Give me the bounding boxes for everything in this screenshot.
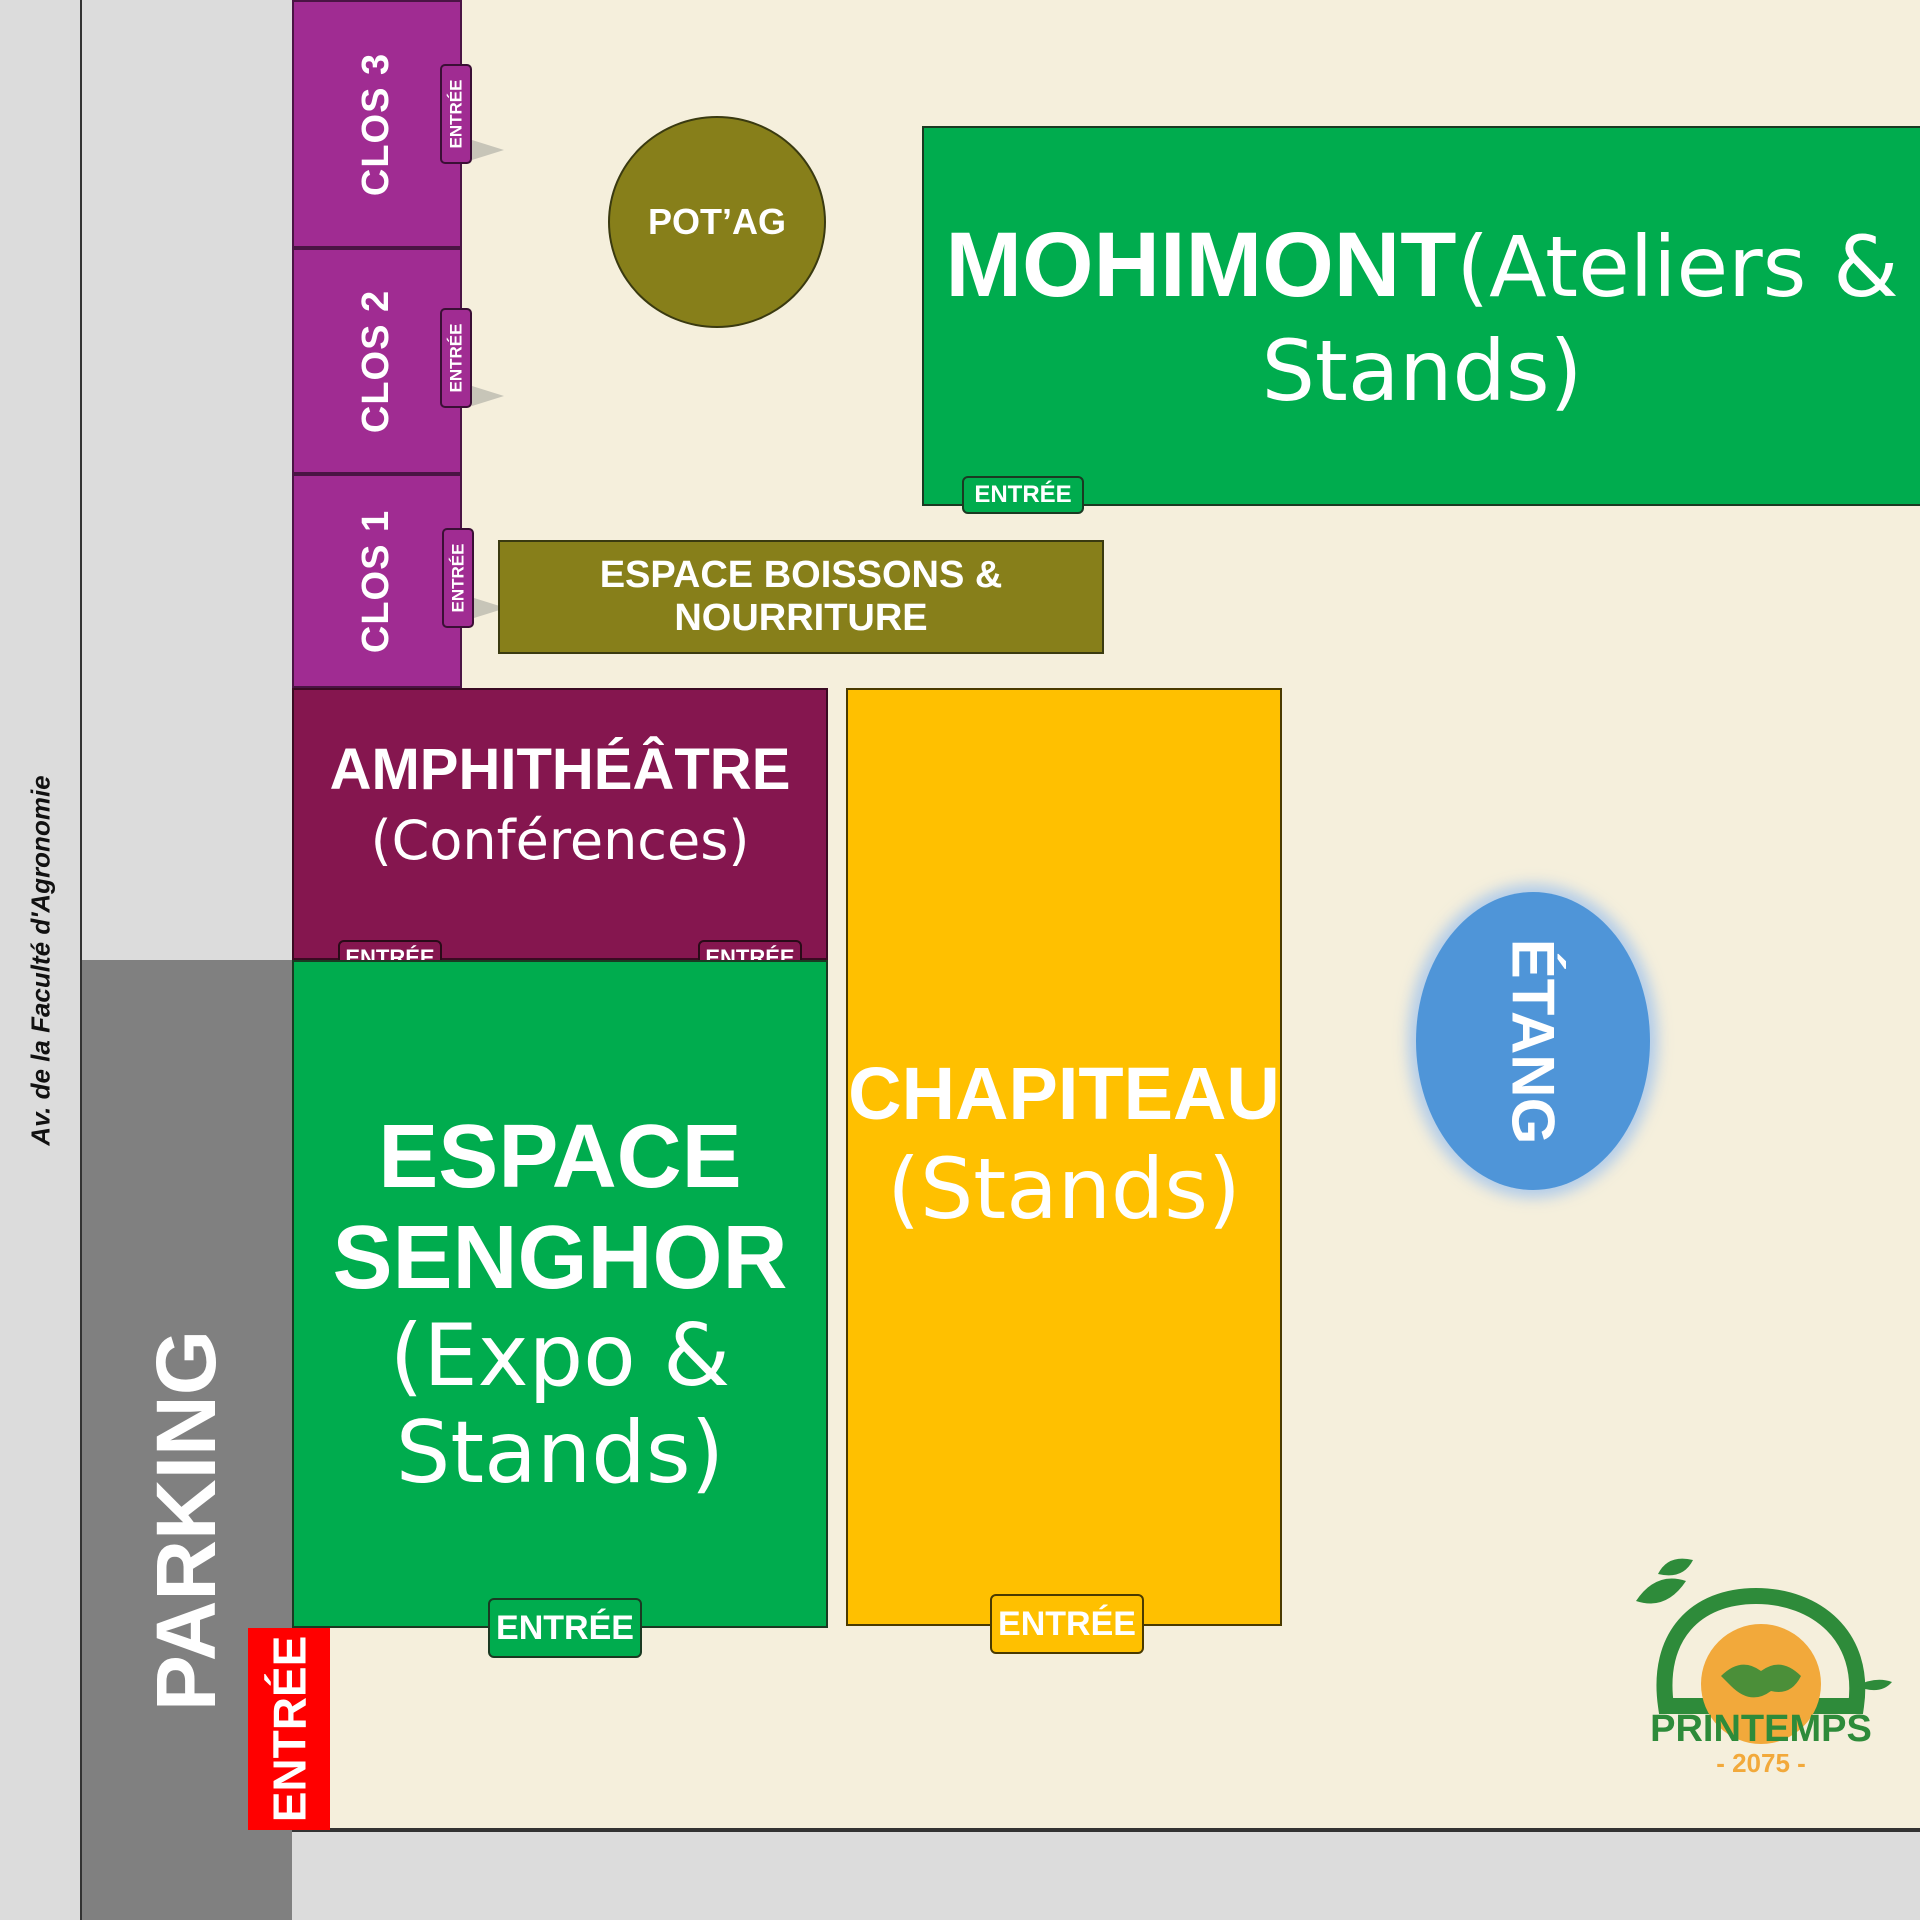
- potag-label: POT’AG: [647, 201, 786, 242]
- parking-label: PARKING: [139, 1329, 234, 1711]
- mohimont-subtitle: (Ateliers & Stands): [1261, 218, 1899, 420]
- zone-amphitheatre[interactable]: AMPHITHÉÂTRE (Conférences): [292, 688, 828, 960]
- chapiteau-title: CHAPITEAU: [848, 1052, 1280, 1135]
- clos-3-label: CLOS 3: [355, 52, 398, 196]
- etang-label: ÉTANG: [1499, 938, 1567, 1144]
- senghor-text: ESPACE SENGHOR (Expo & Stands): [332, 1107, 787, 1501]
- main-entrance[interactable]: ENTRÉE: [248, 1628, 330, 1830]
- logo-name: PRINTEMPS: [1650, 1708, 1872, 1750]
- zone-clos-3[interactable]: CLOS 3: [292, 0, 462, 248]
- amphi-title: AMPHITHÉÂTRE: [329, 737, 791, 802]
- clos-2-entrance-shadow: [472, 386, 504, 406]
- zone-boissons-nourriture[interactable]: ESPACE BOISSONS & NOURRITURE: [498, 540, 1104, 654]
- zone-potag[interactable]: POT’AG: [608, 116, 826, 328]
- sidewalk: [82, 0, 292, 960]
- clos-2-entrance[interactable]: ENTRÉE: [440, 308, 472, 408]
- senghor-subtitle-2: Stands): [395, 1402, 725, 1503]
- zone-etang[interactable]: ÉTANG: [1416, 892, 1650, 1190]
- printemps-logo: PRINTEMPS - 2075 -: [1616, 1556, 1906, 1778]
- globe-leaf-icon: [1636, 1558, 1892, 1744]
- chapiteau-entrance[interactable]: ENTRÉE: [990, 1594, 1144, 1654]
- zone-clos-2[interactable]: CLOS 2: [292, 248, 462, 474]
- zone-mohimont[interactable]: MOHIMONT(Ateliers & Stands): [922, 126, 1920, 506]
- boissons-label: ESPACE BOISSONS & NOURRITURE: [599, 554, 1003, 639]
- senghor-title-2: SENGHOR: [332, 1207, 788, 1308]
- chapiteau-subtitle: (Stands): [887, 1139, 1241, 1238]
- main-entrance-label: ENTRÉE: [263, 1635, 315, 1823]
- senghor-title-1: ESPACE: [378, 1106, 742, 1207]
- mohimont-entrance[interactable]: ENTRÉE: [962, 476, 1084, 514]
- senghor-subtitle-1: (Expo &: [389, 1306, 731, 1407]
- street-name: Av. de la Faculté d'Agronomie: [25, 774, 56, 1146]
- street-strip: Av. de la Faculté d'Agronomie: [0, 0, 82, 1920]
- amphi-text: AMPHITHÉÂTRE (Conférences): [330, 734, 791, 874]
- clos-3-entrance-shadow: [472, 140, 504, 160]
- amphi-subtitle: (Conférences): [370, 808, 750, 872]
- zone-espace-senghor[interactable]: ESPACE SENGHOR (Expo & Stands): [292, 960, 828, 1628]
- logo-year: - 2075 -: [1716, 1748, 1806, 1778]
- clos-1-entrance[interactable]: ENTRÉE: [442, 528, 474, 628]
- street-name-wrap: Av. de la Faculté d'Agronomie: [0, 0, 82, 1920]
- senghor-entrance[interactable]: ENTRÉE: [488, 1598, 642, 1658]
- mohimont-title: MOHIMONT: [945, 214, 1457, 317]
- clos-1-label: CLOS 1: [355, 509, 398, 653]
- mohimont-text: MOHIMONT(Ateliers & Stands): [924, 210, 1920, 421]
- zone-clos-1[interactable]: CLOS 1: [292, 474, 462, 688]
- bottom-strip: [292, 1830, 1920, 1920]
- chapiteau-text: CHAPITEAU (Stands): [848, 1050, 1280, 1240]
- zone-chapiteau[interactable]: CHAPITEAU (Stands): [846, 688, 1282, 1626]
- clos-3-entrance[interactable]: ENTRÉE: [440, 64, 472, 164]
- clos-2-label: CLOS 2: [355, 289, 398, 433]
